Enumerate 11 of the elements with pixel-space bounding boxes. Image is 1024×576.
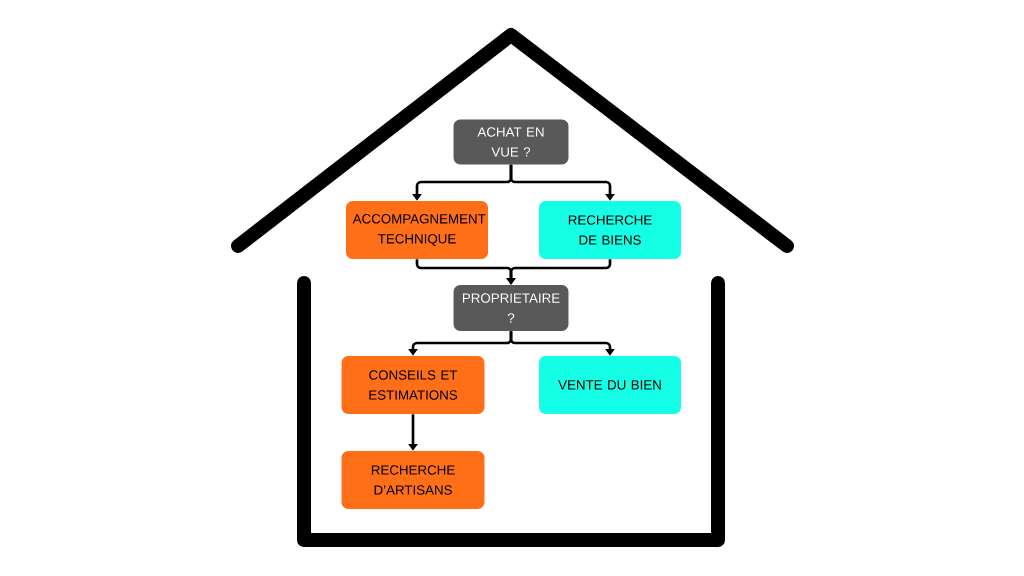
service-box: CONSEILS ET ESTIMATIONS bbox=[341, 356, 485, 414]
arrow bbox=[408, 414, 418, 451]
service-box: RECHERCHE D’ARTISANS bbox=[341, 451, 485, 509]
arrow bbox=[509, 164, 615, 201]
service-box: VENTE DU BIEN bbox=[539, 356, 681, 414]
service-box: ACCOMPAGNEMENT TECHNIQUE bbox=[346, 201, 488, 259]
service-box: RECHERCHE DE BIENS bbox=[539, 201, 681, 259]
arrow bbox=[506, 259, 612, 285]
arrow bbox=[509, 331, 615, 356]
question-box: PROPRIETAIRE ? bbox=[453, 285, 569, 331]
question-box: ACHAT EN VUE ? bbox=[453, 119, 569, 165]
